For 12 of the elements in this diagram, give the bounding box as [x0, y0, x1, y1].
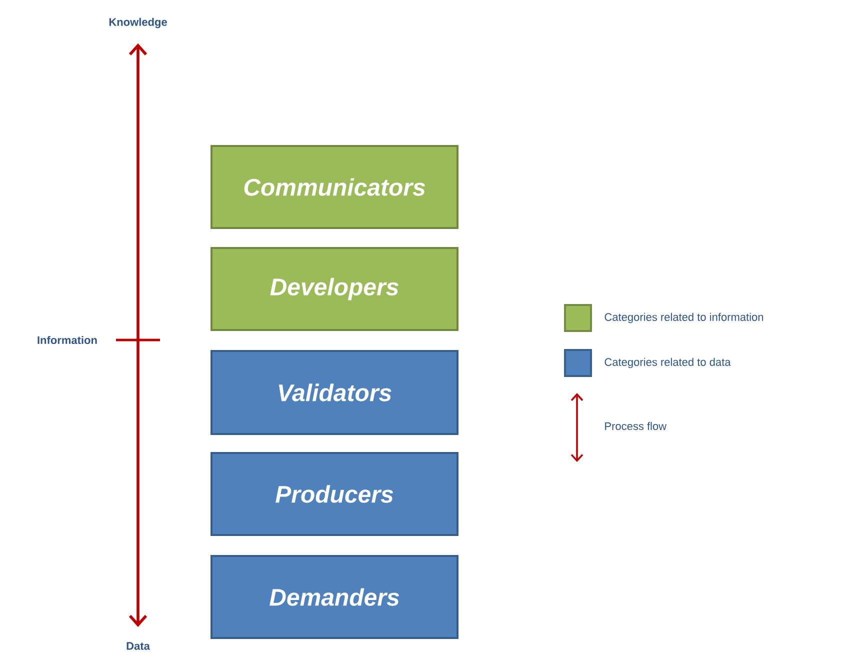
double-arrow: [128, 43, 148, 627]
legend-text: Process flow: [605, 422, 667, 430]
legend-text: Categories related to data: [604, 358, 731, 368]
category-box: Demanders: [210, 555, 458, 639]
category-box: Communicators: [210, 145, 458, 229]
axis-label: Information: [38, 336, 97, 344]
axis-label: Data: [126, 642, 150, 650]
axis-label: Knowledge: [109, 18, 167, 28]
category-box: Validators: [210, 350, 458, 435]
category-box: Producers: [210, 452, 458, 536]
category-box: Developers: [210, 247, 458, 331]
legend-text: Categories related to information: [604, 312, 764, 324]
